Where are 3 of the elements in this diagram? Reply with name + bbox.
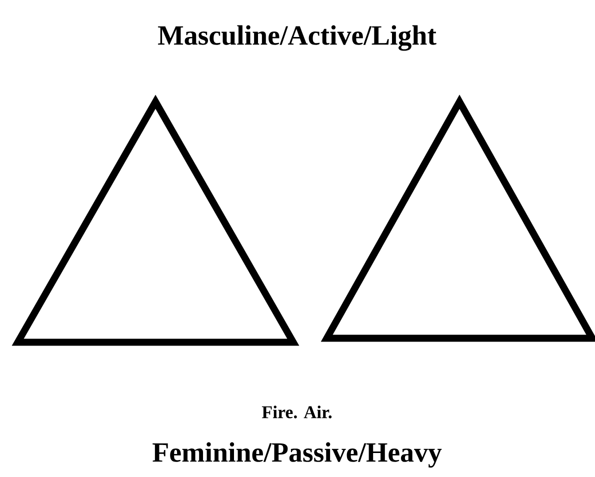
label: Fire. Air. — [262, 406, 332, 418]
label: Feminine/Passive/Heavy — [152, 442, 442, 468]
title: Masculine/Active/Light — [158, 25, 436, 51]
